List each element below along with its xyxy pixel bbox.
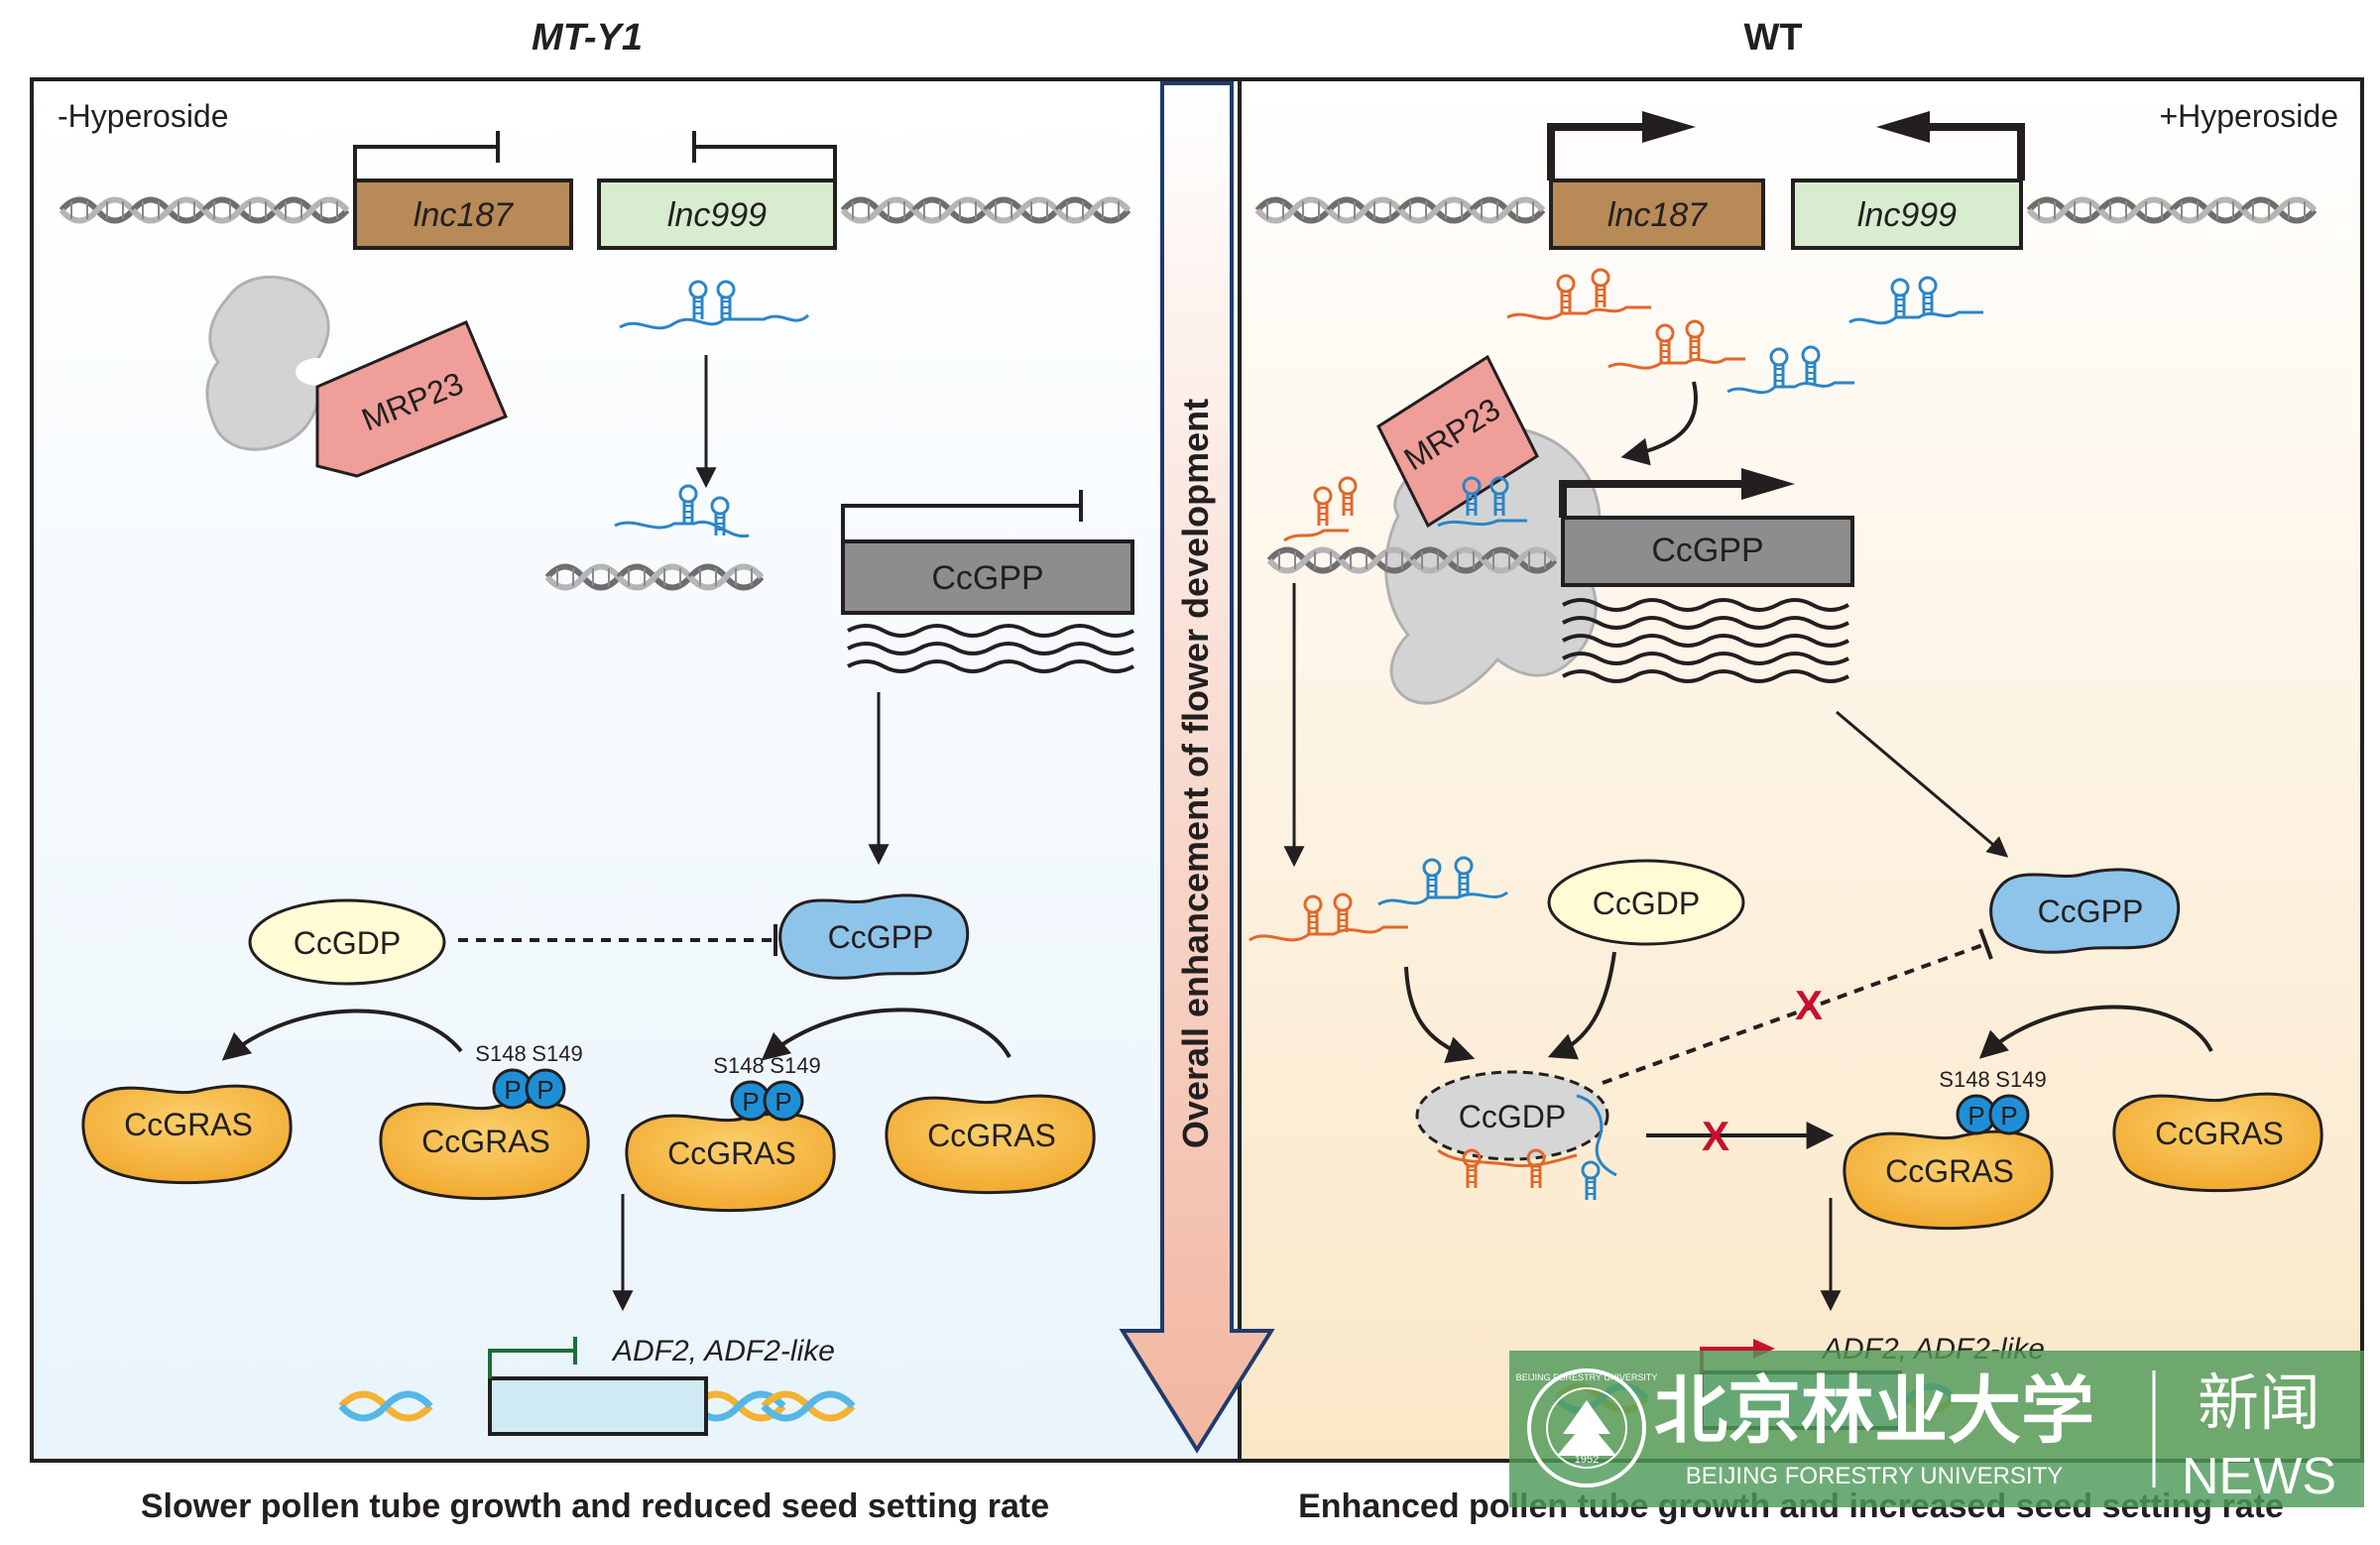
right-arrow-dephospho	[1978, 1005, 2213, 1059]
watermark-news-cn: 新闻	[2198, 1369, 2320, 1438]
watermark-chinese-name: 北京林业大学	[1654, 1369, 2094, 1452]
right-lnc999-label: lnc999	[1857, 196, 1957, 234]
right-ccgpp-gene-label: CcGPP	[1651, 532, 1763, 569]
left-ccgras-2-label: CcGRAS	[421, 1124, 550, 1159]
left-condition-label: -Hyperoside	[58, 98, 229, 134]
left-phospho-pair-1	[492, 1068, 566, 1110]
right-lnc187-rna-2-icon	[1607, 319, 1745, 370]
right-lnc999-activation-arrow-icon	[1876, 111, 2025, 180]
left-lnc999-inhibition-icon	[692, 131, 837, 180]
left-ccgras-4-label: CcGRAS	[927, 1118, 1056, 1153]
watermark	[1509, 1351, 2364, 1507]
left-panel	[30, 77, 1242, 1463]
right-ribosome-bound-rna-icon	[1437, 476, 1527, 528]
watermark-seal-year: 1952	[1575, 1454, 1599, 1466]
right-title: WT	[1743, 17, 1802, 59]
right-ccgdp-protein	[1547, 859, 1745, 946]
right-lnc999-rna-1-icon	[1848, 276, 1983, 325]
left-arrow-dephospho-1	[221, 1009, 463, 1061]
left-ccgras-3-label: CcGRAS	[667, 1135, 796, 1171]
left-ccgdp-inhibits-ccgpp	[458, 924, 777, 956]
right-panel	[1238, 77, 2364, 1463]
left-mrp23-protein	[315, 320, 508, 478]
left-lnc187-gene	[353, 178, 573, 250]
left-site-2a: S148	[713, 1053, 764, 1078]
left-ccgpp-protein-label: CcGPP	[828, 919, 934, 955]
left-ccgpp-gene-label: CcGPP	[931, 559, 1043, 597]
left-bound-rna-icon	[614, 484, 750, 538]
right-lnc187-rna-1-icon	[1506, 268, 1651, 320]
right-blocked-activation-x: X	[1702, 1113, 1729, 1159]
left-phospho-1b: P	[536, 1075, 553, 1105]
left-ribosome-icon	[205, 275, 339, 451]
left-site-1b: S149	[532, 1041, 582, 1066]
left-ccgras-1-label: CcGRAS	[124, 1107, 253, 1142]
right-arrow-rna-to-ribosome	[1620, 381, 1698, 466]
left-phospho-pair-2	[730, 1080, 804, 1122]
right-mrp23-bound-rna-icon	[1283, 476, 1358, 542]
right-ccgdp-complex-label: CcGDP	[1459, 1099, 1566, 1134]
right-site-b: S149	[1995, 1067, 2046, 1092]
right-arrow-rna-to-complex	[1404, 966, 1476, 1064]
left-lnc999-rna-icon	[619, 280, 810, 330]
left-lnc999-gene	[597, 178, 837, 250]
left-outcome-text: Slower pollen tube growth and reduced se…	[141, 1487, 1049, 1525]
watermark-english-name: BEIJING FORESTRY UNIVERSITY	[1686, 1463, 2064, 1489]
right-complex-rna-blue-icon	[1576, 1094, 1617, 1202]
left-adf2-gene	[488, 1376, 708, 1436]
right-arrow-gene-to-protein	[1836, 710, 2009, 858]
left-phospho-1a: P	[504, 1075, 521, 1105]
right-ccgpp-gene	[1561, 516, 1854, 587]
left-phospho-2a: P	[742, 1087, 759, 1117]
left-site-1a: S148	[475, 1041, 526, 1066]
center-enhancement-arrow	[1119, 81, 1275, 1454]
right-phospho-b: P	[2000, 1101, 2017, 1130]
left-mrna-wave-icon	[847, 624, 1134, 673]
right-ccgras-label: CcGRAS	[2155, 1116, 2284, 1151]
right-ccgpp-activation-arrow-icon	[1559, 468, 1795, 518]
right-ccgdp-complex	[1415, 1070, 1609, 1161]
watermark-seal-text: BEIJING FORESTRY UNIVERSITY	[1516, 1372, 1658, 1382]
left-ccgdp-label: CcGDP	[294, 925, 401, 961]
right-phospho-pair	[1956, 1094, 2030, 1135]
left-ccgpp-inhibition-icon	[841, 490, 1083, 541]
left-lnc187-label: lnc187	[414, 196, 514, 234]
right-arrow-ccgdp-to-complex	[1547, 951, 1616, 1060]
left-ccgpp-gene	[841, 539, 1134, 615]
right-lnc999-gene	[1791, 178, 2023, 250]
right-lnc187-gene	[1549, 178, 1765, 250]
right-free-rna-orange-icon	[1249, 892, 1408, 942]
right-lnc187-activation-arrow-icon	[1547, 111, 1696, 180]
center-arrow-label: Overall enhancement of flower developmen…	[1175, 399, 1216, 1148]
right-mrna-wave-icon	[1562, 598, 1849, 683]
left-adf2-inhibition-icon	[488, 1337, 577, 1378]
right-mrp23-protein	[1376, 354, 1539, 529]
right-phospho-a: P	[1967, 1101, 1984, 1130]
right-blocked-inhibition-line	[1602, 928, 1993, 1085]
right-complex-rna-orange-icon	[1437, 1148, 1578, 1190]
right-site-a: S148	[1939, 1067, 1989, 1092]
left-title: MT-Y1	[532, 17, 643, 59]
right-ccgdp-label: CcGDP	[1593, 886, 1700, 921]
right-lnc999-rna-2-icon	[1726, 345, 1854, 395]
watermark-news-en: NEWS	[2182, 1448, 2336, 1505]
left-site-2b: S149	[770, 1053, 820, 1078]
right-free-rna-blue-icon	[1377, 856, 1508, 906]
left-arrow-dephospho-2	[761, 1008, 1012, 1061]
left-ccgdp-protein	[248, 898, 446, 986]
right-lnc187-label: lnc187	[1607, 196, 1708, 234]
left-lnc187-inhibition-icon	[353, 131, 500, 180]
right-blocked-inhibition-x: X	[1795, 982, 1823, 1028]
left-lnc999-label: lnc999	[667, 196, 767, 234]
left-adf2-label: ADF2, ADF2-like	[611, 1335, 835, 1367]
right-condition-label: +Hyperoside	[2159, 98, 2338, 134]
right-ccgras-phospho-label: CcGRAS	[1885, 1153, 2014, 1189]
right-ccgpp-protein-label: CcGPP	[2038, 893, 2144, 929]
left-phospho-2b: P	[774, 1087, 791, 1117]
